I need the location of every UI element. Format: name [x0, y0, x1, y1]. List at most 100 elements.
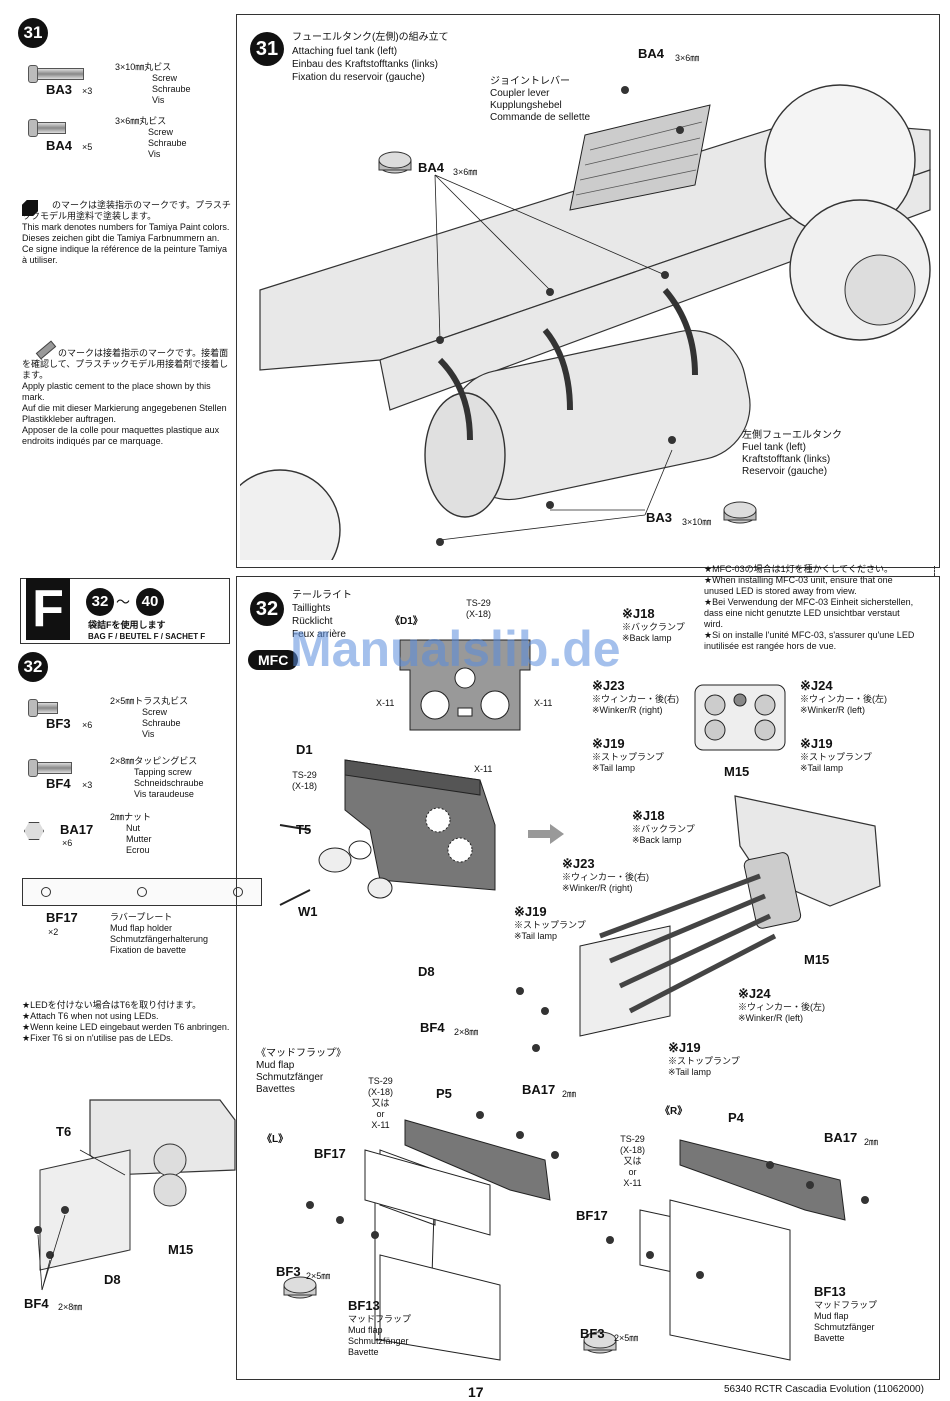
range-start-badge: 32 [86, 588, 114, 616]
part-desc-de: Schraube [148, 138, 187, 148]
led-exploded-drawing [516, 795, 881, 1052]
ba4-top-size: 3×6㎜ [675, 53, 700, 63]
mud-flap-holder-plate [22, 878, 262, 906]
j24-top-label: ※J24 [800, 678, 833, 693]
mfc03-note: ★MFC-03の場合は1灯を種かくしてください。 ★When installin… [704, 564, 915, 651]
part-code-bf17: BF17 [46, 910, 78, 925]
part-ba3: BA3 ×3 3×10㎜丸ビス Screw Schraube Vis [20, 62, 230, 112]
part-qty: ×5 [82, 142, 93, 152]
ts29-d1-label: TS-29 (X-18) [292, 770, 318, 791]
bf13-right-label: BF13 [814, 1284, 846, 1299]
bf17-right-label: BF17 [576, 1208, 608, 1223]
step-31-panel [236, 14, 940, 568]
part-desc-en: Screw [152, 73, 178, 83]
bf4-mid-label: BF4 [420, 1020, 445, 1035]
ba17-right-label: BA17 [824, 1130, 858, 1145]
part-ba17: BA17 ×6 2㎜ナット Nut Mutter Ecrou [20, 812, 230, 860]
part-desc-jp: 2㎜ナット [110, 812, 152, 822]
bag-f-box [20, 578, 230, 644]
mfc-badge: MFC [248, 650, 299, 670]
fuel-tank-assembly-drawing [240, 84, 931, 560]
part-desc-de: Mutter [126, 834, 152, 844]
part-desc-fr: Vis [142, 729, 155, 739]
screw-bf4-icon [28, 759, 72, 777]
j19-mid-label: ※J19 [514, 904, 547, 919]
part-desc-en-bf17: Mud flap holder [110, 923, 173, 933]
footer-code: 56340 RCTR Cascadia Evolution (11062000) [724, 1384, 924, 1395]
j24-mid-label: ※J24 [738, 986, 771, 1001]
j18-mid-label: ※J18 [632, 808, 665, 823]
bf3-left-label: BF3 [276, 1264, 301, 1279]
part-desc-de: Schraube [142, 718, 181, 728]
bf17-left-label: BF17 [314, 1146, 346, 1161]
t6-label: T6 [56, 1124, 72, 1139]
fuel-tank-label: 左側フューエルタンク Fuel tank (left) Kraftstoffta… [742, 430, 842, 477]
part-qty: ×6 [62, 838, 73, 848]
w1-label: W1 [298, 904, 318, 919]
ba4-left-label: BA4 [418, 160, 445, 175]
ba3-label: BA3 [646, 510, 673, 525]
page-number: 17 [468, 1384, 484, 1400]
range-end-badge: 40 [136, 588, 164, 616]
j23-top-label: ※J23 [592, 678, 625, 693]
step-31-title-de: Einbau des Kraftstofftanks (links) [292, 59, 438, 70]
step-31-title-fr: Fixation du reservoir (gauche) [292, 72, 425, 83]
nut-ba17-icon [24, 822, 44, 840]
bf4-sidebar-size: 2×8㎜ [58, 1302, 83, 1312]
part-desc-en: Nut [126, 823, 141, 833]
part-desc-fr: Vis [152, 95, 165, 105]
part-desc-de-bf17: Schmutzfängerhalterung [110, 934, 209, 944]
part-ba4: BA4 ×5 3×6㎜丸ビス Screw Schraube Vis [20, 116, 230, 166]
x11-right-label: X-11 [534, 698, 553, 708]
step-31-title-en: Attaching fuel tank (left) [292, 46, 398, 57]
ba3-size: 3×10㎜ [682, 517, 712, 527]
d1-bracket-label: 《D1》 [390, 616, 423, 627]
bf13-left-label: BF13 [348, 1298, 380, 1313]
part-desc-fr: Vis [148, 149, 161, 159]
ba17-left-size: 2㎜ [562, 1089, 577, 1099]
ba17-right-size: 2㎜ [864, 1137, 879, 1147]
step-32-title-en: Taillights [292, 603, 331, 614]
j23-top-sub: ※ウィンカー・後(右) ※Winker/R (right) [592, 694, 679, 715]
part-code: BF3 [46, 716, 71, 731]
t6-assembly-drawing [34, 1099, 236, 1291]
m15-sidebar-label: M15 [168, 1242, 194, 1257]
j23-mid-label: ※J23 [562, 856, 595, 871]
ts29-top-label: TS-29 (X-18) [466, 598, 492, 619]
bf3-left-size: 2×5㎜ [306, 1271, 331, 1281]
ts29-or-left-label: TS-29 (X-18) 又は or X-11 [368, 1076, 394, 1130]
d1-back-view-drawing [399, 639, 531, 731]
j19-mid-sub: ※ストップランプ ※Tail lamp [514, 920, 586, 941]
d1-assembly-drawing [279, 759, 496, 906]
bag-f-letter: F [26, 578, 70, 640]
ba4-left-size: 3×6㎜ [453, 167, 478, 177]
x11-left-label: X-11 [376, 698, 395, 708]
part-code: BA4 [46, 138, 73, 153]
bag-f-use-multi: BAG F / BEUTEL F / SACHET F [88, 632, 206, 641]
ts29-or-right-label: TS-29 (X-18) 又は or X-11 [620, 1134, 646, 1188]
left-bracket-label: 《L》 [262, 1134, 289, 1145]
j19-top-left-sub: ※ストップランプ ※Tail lamp [592, 752, 664, 773]
j19-top-left-label: ※J19 [592, 736, 625, 751]
part-desc-jp-bf17: ラバープレート [110, 912, 173, 922]
divider-line [934, 566, 935, 576]
bf13-right-sub: マッドフラップ Mud flap Schmutzfänger Bavette [814, 1300, 878, 1343]
part-code: BA17 [60, 822, 94, 837]
part-desc-en: Tapping screw [134, 767, 192, 777]
step-32-title-jp: テールライト [292, 590, 352, 601]
m15-mid-label: M15 [804, 952, 830, 967]
screw-ba3-icon [28, 65, 84, 83]
part-desc-de: Schneidschraube [134, 778, 204, 788]
screw-bf3-icon [28, 699, 58, 717]
bf13-left-sub: マッドフラップ Mud flap Schmutzfänger Bavette [348, 1314, 412, 1357]
plate-hole [41, 887, 51, 897]
part-desc-fr: Vis taraudeuse [134, 789, 194, 799]
part-desc-jp: 2×5㎜トラス丸ビス [110, 696, 189, 706]
j18-top-label: ※J18 [622, 606, 655, 621]
step-32-title-de: Rücklicht [292, 616, 333, 627]
j23-mid-sub: ※ウィンカー・後(右) ※Winker/R (right) [562, 872, 649, 893]
step-32-title-fr: Feux arrière [292, 629, 346, 640]
bf4-mid-size: 2×8㎜ [454, 1027, 479, 1037]
d1-label: D1 [296, 742, 313, 757]
part-bf4: BF4 ×3 2×8㎜タッピングビス Tapping screw Schneid… [20, 756, 230, 804]
